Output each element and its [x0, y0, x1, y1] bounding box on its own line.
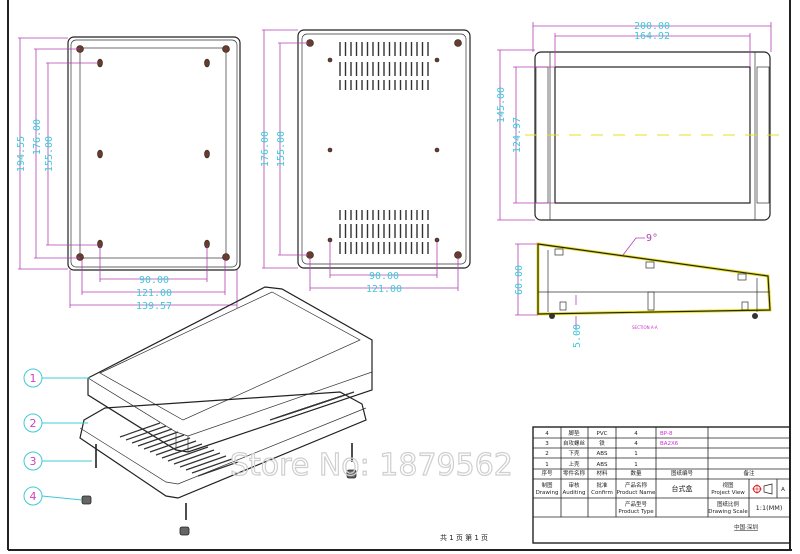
svg-text:Auditing: Auditing	[563, 490, 586, 496]
dim-194-55: 194.55	[16, 136, 27, 172]
base-view: 176.00 155.00 90.00 121.00	[260, 29, 471, 295]
dim-176: 176.00	[260, 131, 271, 167]
parts-cell-material: 铁	[599, 439, 605, 447]
vent-slot	[185, 455, 227, 471]
dim-121: 121.00	[136, 288, 172, 299]
vent-slot	[149, 437, 191, 453]
parts-cell-qty: 1	[634, 462, 638, 468]
parts-cell-qty: 4	[634, 431, 638, 437]
vent-slot	[323, 391, 355, 403]
parts-cell-code: BA2X6	[660, 441, 679, 447]
watermark: Store No: 1879562	[230, 448, 513, 483]
callout-2: 2	[30, 417, 37, 430]
parts-cell-no: 3	[545, 441, 549, 447]
side-view: 60.00 5.00 9° SECTION A-A	[514, 233, 772, 348]
svg-text:图纸编号: 图纸编号	[671, 469, 694, 477]
dim-60: 60.00	[514, 265, 525, 295]
vent-slot	[143, 434, 185, 450]
dim-124-97: 124.97	[512, 117, 523, 153]
vent-slot	[173, 449, 215, 465]
svg-text:Drawing: Drawing	[536, 490, 559, 496]
dim-121: 121.00	[366, 284, 402, 295]
svg-text:数量: 数量	[630, 469, 642, 477]
vent-slot	[197, 461, 239, 477]
dim-155: 155.00	[276, 131, 287, 167]
parts-cell-material: ABS	[597, 451, 608, 457]
dim-164-92: 164.92	[634, 31, 670, 42]
svg-text:视图: 视图	[722, 481, 734, 489]
top-view: 200.00 164.92 145.00 124.97	[496, 21, 782, 221]
svg-text:制图: 制图	[541, 481, 553, 489]
svg-text:Project View: Project View	[711, 490, 745, 496]
svg-text:图纸比例: 图纸比例	[717, 500, 740, 508]
svg-text:Drawing Scale: Drawing Scale	[708, 509, 748, 515]
drawing-scale-value: 1:1(MM)	[756, 504, 783, 512]
dim-90: 90.00	[369, 271, 399, 282]
parts-cell-no: 1	[545, 462, 549, 468]
dim-90: 90.00	[139, 275, 169, 286]
parts-cell-name: 脚垫	[568, 429, 580, 437]
parts-cell-qty: 4	[634, 441, 638, 447]
parts-cell-name: 自攻螺丝	[563, 439, 586, 447]
projection-symbol-icon	[752, 483, 773, 495]
svg-text:批准: 批准	[596, 481, 608, 489]
svg-text:产品型号: 产品型号	[625, 500, 648, 508]
parts-cell-code: BP-8	[660, 431, 673, 437]
parts-cell-material: PVC	[597, 431, 608, 437]
svg-text:产品名称: 产品名称	[625, 481, 648, 489]
vent-slot	[119, 422, 161, 438]
vent-slot	[155, 440, 197, 456]
location: 中国·深圳	[734, 523, 758, 531]
product-name-value: 台式盒	[672, 484, 693, 493]
dim-200: 200.00	[634, 21, 670, 32]
parts-cell-material: ABS	[597, 462, 608, 468]
vent-slot	[179, 452, 221, 468]
svg-text:Confirm: Confirm	[591, 490, 613, 496]
parts-cell-no: 4	[545, 431, 549, 437]
svg-text:材料: 材料	[596, 469, 608, 477]
svg-text:审核: 审核	[568, 481, 580, 489]
dim-139-57: 139.57	[136, 301, 172, 312]
dim-145: 145.00	[496, 87, 507, 123]
svg-text:序号: 序号	[541, 469, 553, 477]
bottom-view: 194.55 176.00 155.00 90.00 121.00 139.57	[16, 36, 241, 312]
svg-text:Product Name: Product Name	[617, 490, 656, 496]
vent-slot	[125, 425, 167, 441]
svg-text:A: A	[781, 487, 785, 493]
parts-cell-no: 2	[545, 451, 549, 457]
vent-slot	[191, 458, 233, 474]
section-label: SECTION A-A	[632, 325, 658, 330]
page-info: 共 1 页 第 1 页	[440, 533, 488, 542]
parts-cell-name: 下壳	[568, 449, 580, 457]
callout-3: 3	[30, 455, 37, 468]
callouts: 1 2 3 4	[23, 368, 92, 506]
parts-cell-name: 上壳	[568, 460, 580, 468]
dim-5: 5.00	[572, 324, 583, 348]
callout-4: 4	[30, 490, 37, 503]
svg-text:备注: 备注	[743, 469, 755, 477]
callout-1: 1	[30, 372, 37, 385]
dim-176: 176.00	[32, 119, 43, 155]
svg-text:零件名称: 零件名称	[563, 469, 586, 477]
vent-slot	[137, 431, 179, 447]
dim-angle: 9°	[646, 233, 658, 244]
exploded-view	[79, 286, 373, 536]
dim-155: 155.00	[44, 136, 55, 172]
vent-slot	[167, 446, 209, 462]
vent-slot	[161, 443, 203, 459]
vent-slot	[131, 428, 173, 444]
parts-cell-qty: 1	[634, 451, 638, 457]
svg-text:Product Type: Product Type	[618, 509, 654, 515]
